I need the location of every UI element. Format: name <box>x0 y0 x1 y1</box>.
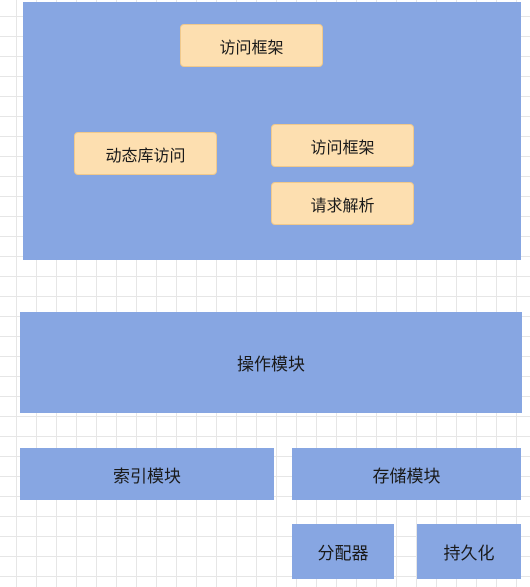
persistence-node[interactable]: 持久化 <box>417 524 521 579</box>
operation-module-node[interactable]: 操作模块 <box>20 312 522 413</box>
dynamic-lib-access-node[interactable]: 动态库访问 <box>74 132 217 175</box>
index-module-node[interactable]: 索引模块 <box>20 448 274 500</box>
node-label: 分配器 <box>317 544 369 564</box>
node-label: 存储模块 <box>372 466 441 487</box>
request-parsing-node[interactable]: 请求解析 <box>271 182 414 225</box>
storage-module-node[interactable]: 存储模块 <box>292 448 521 500</box>
node-label: 请求解析 <box>310 195 375 215</box>
access-framework-node-top[interactable]: 访问框架 <box>180 24 323 67</box>
node-label: 持久化 <box>443 544 495 564</box>
node-label: 访问框架 <box>310 137 375 157</box>
node-label: 索引模块 <box>113 466 181 487</box>
node-label: 访问框架 <box>219 37 284 57</box>
node-label: 动态库访问 <box>105 145 186 165</box>
allocator-node[interactable]: 分配器 <box>292 524 394 579</box>
node-label: 操作模块 <box>237 355 305 375</box>
access-framework-node[interactable]: 访问框架 <box>271 124 414 167</box>
